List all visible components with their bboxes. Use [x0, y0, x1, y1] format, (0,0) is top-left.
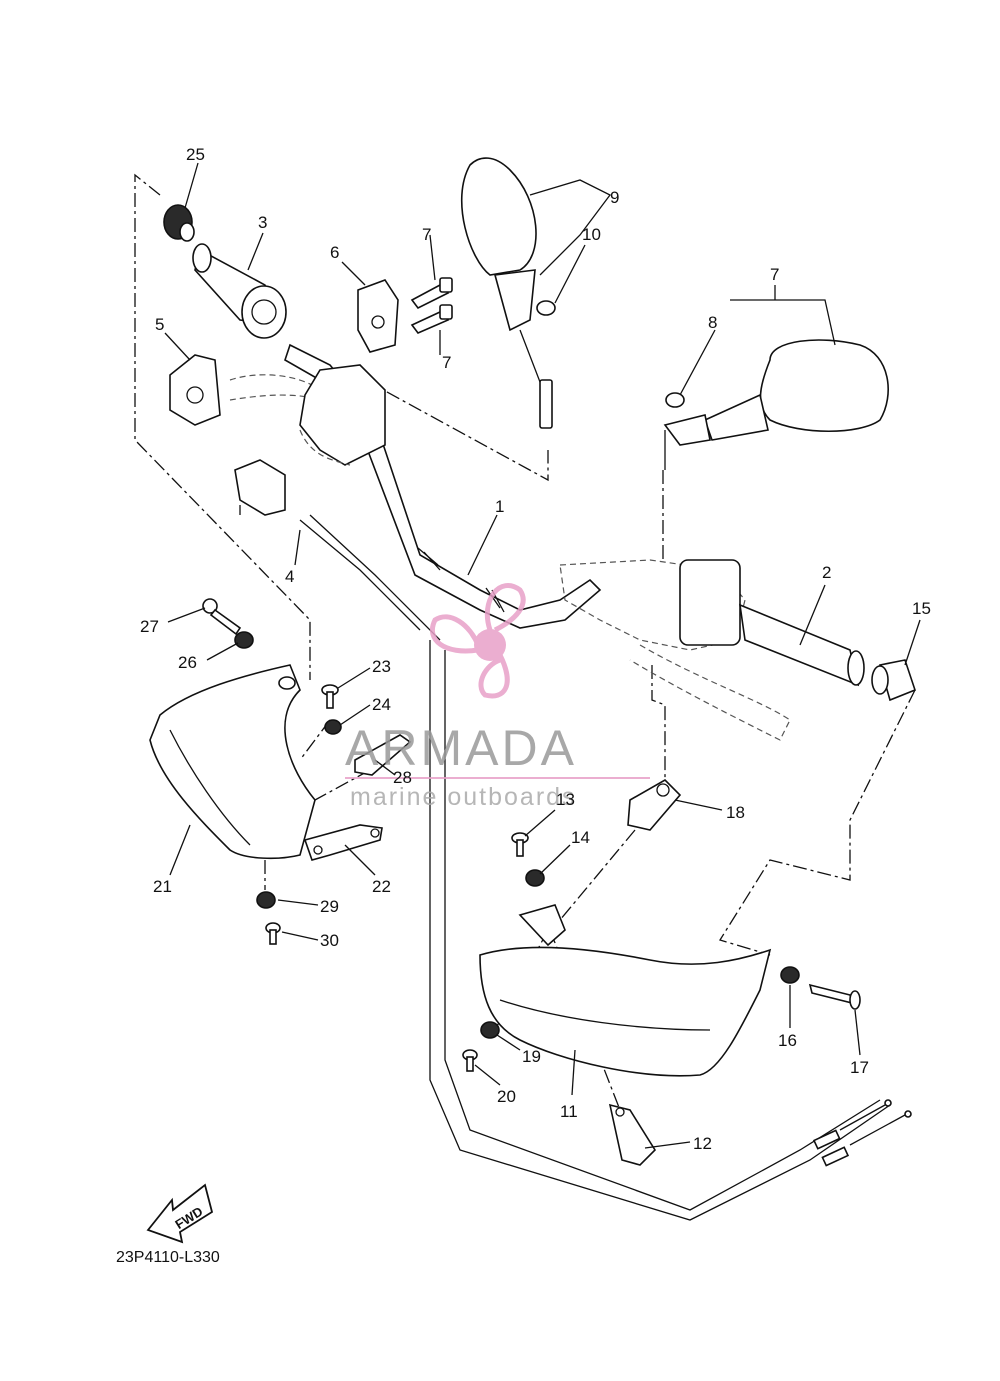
- callout-8: 7: [770, 265, 779, 284]
- watermark-tagline: marine outboards: [350, 783, 577, 811]
- watermark-brand: ARMADA: [345, 720, 577, 776]
- callout-15: 14: [571, 828, 590, 847]
- grommet-9: [665, 392, 685, 408]
- callout-3: 3: [258, 213, 267, 232]
- callout-14: 13: [556, 790, 575, 809]
- callout-1: 1: [495, 497, 504, 516]
- callout-27: 26: [178, 653, 197, 672]
- grip-end-right: [871, 659, 916, 702]
- callout-7-lower: 7: [442, 353, 451, 372]
- mirror-left-10: [461, 157, 553, 429]
- bolt-18: [808, 983, 861, 1010]
- callout-21: 20: [497, 1087, 516, 1106]
- callout-12: 11: [560, 1102, 578, 1121]
- bolt-7-upper: [410, 277, 453, 310]
- mirror-right-8: [663, 339, 889, 470]
- callout-25: 24: [372, 695, 391, 714]
- screw-21: [462, 1049, 478, 1072]
- callout-7-upper: 7: [422, 225, 431, 244]
- fwd-arrow-icon: FWD: [146, 1183, 214, 1244]
- cable-ends: [812, 1099, 912, 1167]
- knuckle-guard-left-22: [149, 664, 316, 860]
- collar-15: [525, 869, 545, 887]
- collar-30: [256, 891, 276, 909]
- diagram-code: 23P4110-L330: [116, 1249, 220, 1266]
- callout-9: 8: [708, 313, 717, 332]
- callout-16: 15: [912, 599, 931, 618]
- callout-24: 23: [372, 657, 391, 676]
- callout-23: 22: [372, 877, 391, 896]
- callout-2: 2: [822, 563, 831, 582]
- watermark: ARMADA marine outboards: [345, 583, 650, 811]
- callout-6: 6: [330, 243, 339, 262]
- left-switch-housing: [229, 364, 386, 466]
- callout-4: 4: [285, 567, 294, 586]
- callout-26: 25: [186, 145, 205, 164]
- callout-28: 27: [140, 617, 159, 636]
- bracket-13: [608, 1103, 657, 1166]
- callout-29: 28: [393, 768, 412, 787]
- grommet-11: [536, 300, 556, 316]
- callout-18: 17: [850, 1058, 869, 1077]
- bolt-7-lower: [410, 304, 453, 334]
- callout-5: 5: [155, 315, 164, 334]
- callout-31: 30: [320, 931, 339, 950]
- grip-end-left: [163, 204, 195, 242]
- clamp-holder-6: [357, 279, 399, 353]
- collar-20: [480, 1021, 500, 1039]
- leader-lines: [164, 162, 921, 1149]
- callout-13: 12: [693, 1134, 712, 1153]
- throttle-cable-4: [234, 459, 891, 1221]
- callout-10: 9: [610, 188, 619, 207]
- screw-24: [321, 684, 339, 709]
- callout-11: 10: [582, 225, 601, 244]
- collar-25: [324, 719, 342, 735]
- callout-30: 29: [320, 897, 339, 916]
- callout-17: 16: [778, 1031, 797, 1050]
- bracket-23: [303, 824, 383, 861]
- knuckle-guard-right-12: [479, 904, 772, 1077]
- right-brake-assembly: [559, 559, 865, 741]
- callouts: 25 3 5 6 7 7 9 10 7 8 1 2 15 4 27 26 23 …: [140, 145, 931, 1153]
- collar-27: [234, 631, 254, 649]
- clamp-holder-5: [169, 354, 221, 426]
- screw-31: [265, 922, 281, 945]
- screw-14: [511, 832, 529, 857]
- callout-20: 19: [522, 1047, 541, 1066]
- clip-29: [354, 734, 412, 776]
- holder-19: [627, 779, 682, 831]
- collar-17: [780, 966, 800, 984]
- callout-22: 21: [153, 877, 172, 896]
- callout-19: 18: [726, 803, 745, 822]
- left-grip: [192, 243, 287, 339]
- propeller-icon: [430, 583, 526, 699]
- bolt-28: [202, 598, 242, 636]
